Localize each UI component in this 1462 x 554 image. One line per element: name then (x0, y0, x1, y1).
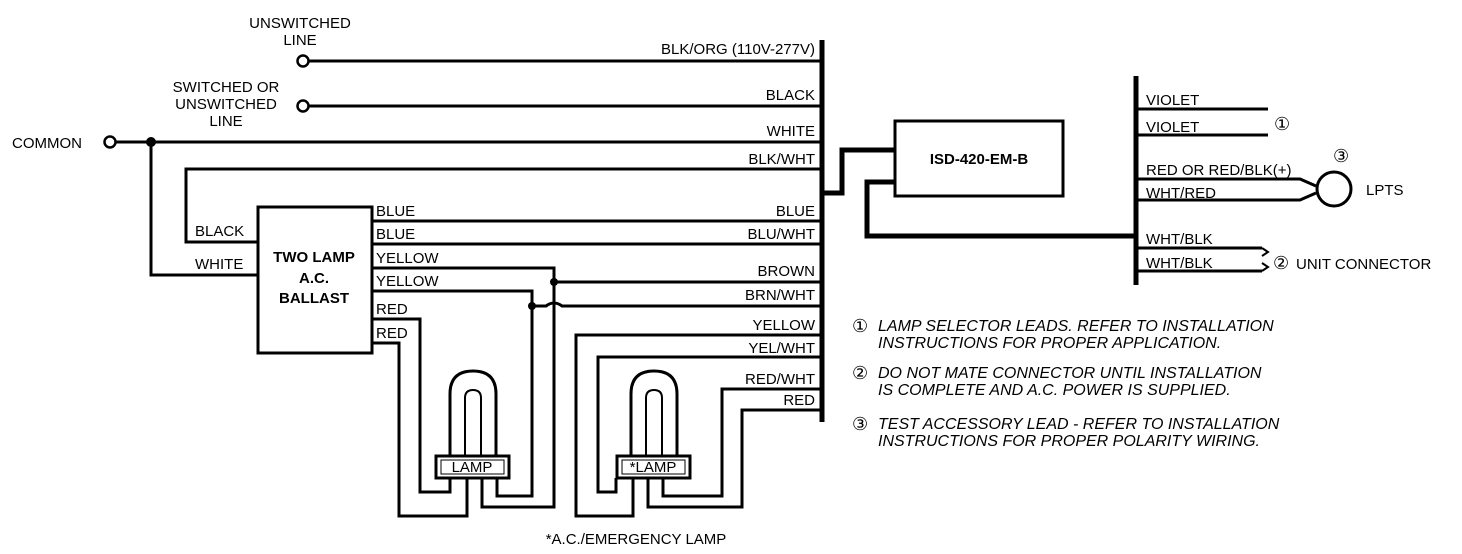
red-wire-1 (372, 317, 452, 494)
ballast-black-label: BLACK (195, 223, 244, 240)
yel-wht-bus-wire (596, 355, 822, 494)
ballast-blue-1-label: BLUE (376, 203, 415, 220)
connector-marker: ② (1273, 253, 1289, 273)
isd-module-label: ISD-420-EM-B (930, 151, 1029, 168)
common-terminal (103, 135, 117, 149)
yellow-wire-1 (372, 266, 556, 509)
ballast-yellow-2-label: YELLOW (376, 273, 439, 290)
selector-marker: ① (1274, 114, 1290, 134)
unswitched-line-label-1: UNSWITCHED (249, 15, 351, 32)
ballast-title-1: TWO LAMP (273, 249, 355, 266)
note-3: ③ TEST ACCESSORY LEAD - REFER TO INSTALL… (852, 414, 1280, 450)
wht-blk-2-label: WHT/BLK (1146, 255, 1213, 272)
yellow-label: YELLOW (752, 317, 815, 334)
lamp-1-label: LAMP (452, 459, 493, 476)
brn-wht-junction-dot (528, 302, 536, 310)
note-2-line-2: IS COMPLETE AND A.C. POWER IS SUPPLIED. (878, 382, 1231, 399)
switched-line-label-1: SWITCHED OR (173, 79, 280, 96)
common-input (103, 135, 822, 277)
lamp-1 (434, 369, 511, 480)
red-wht-bus-wire (661, 387, 822, 498)
wht-red-lpts-wire (1136, 191, 1317, 202)
ballast-red-1-label: RED (376, 301, 408, 318)
red-lpts-wire (1136, 177, 1317, 188)
wht-red-label: WHT/RED (1146, 185, 1216, 202)
note-1: ① LAMP SELECTOR LEADS. REFER TO INSTALLA… (852, 316, 1274, 352)
blue-label: BLUE (776, 203, 815, 220)
yel-wht-label: YEL/WHT (748, 340, 815, 357)
red-bus-wire (646, 408, 822, 509)
note-1-marker: ① (852, 316, 868, 336)
lamp-2 (615, 369, 692, 480)
note-2: ② DO NOT MATE CONNECTOR UNTIL INSTALLATI… (852, 363, 1262, 399)
lpts-circle (1315, 170, 1353, 208)
note-1-line-1: LAMP SELECTOR LEADS. REFER TO INSTALLATI… (878, 318, 1274, 335)
violet-1-label: VIOLET (1146, 92, 1199, 109)
unswitched-line-terminal (296, 54, 310, 68)
blk-wht-label: BLK/WHT (748, 151, 815, 168)
note-3-line-1: TEST ACCESSORY LEAD - REFER TO INSTALLAT… (878, 416, 1280, 433)
yellow-bus-wire (574, 333, 822, 518)
violet-2-label: VIOLET (1146, 119, 1199, 136)
lamp-2-label: *LAMP (630, 459, 677, 476)
note-2-marker: ② (852, 363, 868, 383)
blk-wht-wire (184, 167, 822, 244)
switched-line-label-2: UNSWITCHED (175, 96, 277, 113)
unit-connector-label: UNIT CONNECTOR (1296, 256, 1431, 273)
brown-junction-dot (550, 278, 558, 286)
switched-line-terminal (296, 99, 310, 113)
note-3-marker: ③ (852, 414, 868, 434)
test-lead-marker: ③ (1333, 146, 1349, 166)
bus-to-module-lower (864, 179, 1136, 239)
switched-line-label-3: LINE (209, 113, 242, 130)
red-wire-2 (372, 341, 469, 518)
ballast-blue-2-label: BLUE (376, 226, 415, 243)
ballast-title-2: A.C. (299, 270, 329, 287)
ballast-yellow-1-label: YELLOW (376, 250, 439, 267)
lamp-2-bulb (629, 369, 679, 456)
lpts-label: LPTS (1366, 182, 1404, 199)
note-1-line-2: INSTRUCTIONS FOR PROPER APPLICATION. (878, 335, 1221, 352)
unswitched-line-input (296, 54, 822, 68)
red-label: RED (783, 392, 815, 409)
black-label: BLACK (766, 87, 815, 104)
bus-to-module-upper (822, 147, 895, 196)
yellow-wire-2 (372, 289, 534, 498)
note-2-line-1: DO NOT MATE CONNECTOR UNTIL INSTALLATION (878, 365, 1262, 382)
brn-wht-label: BRN/WHT (745, 287, 815, 304)
red-or-red-blk-label: RED OR RED/BLK(+) (1146, 162, 1291, 179)
lamp-1-bulb (448, 369, 498, 456)
blu-wht-label: BLU/WHT (748, 226, 816, 243)
unswitched-line-label-2: LINE (283, 32, 316, 49)
note-3-line-2: INSTRUCTIONS FOR PROPER POLARITY WIRING. (878, 433, 1260, 450)
unit-connector-symbol (1261, 247, 1270, 272)
switched-line-input (296, 99, 822, 113)
emergency-lamp-footnote: *A.C./EMERGENCY LAMP (546, 531, 727, 548)
ballast-title-3: BALLAST (279, 290, 349, 307)
ballast-box (256, 205, 374, 355)
brown-label: BROWN (758, 263, 816, 280)
ballast-white-label: WHITE (195, 256, 243, 273)
blk-org-label: BLK/ORG (110V-277V) (661, 41, 815, 58)
wht-blk-1-label: WHT/BLK (1146, 231, 1213, 248)
isd-module-box (893, 119, 1065, 198)
brn-wht-wire (532, 301, 822, 308)
ballast-red-2-label: RED (376, 325, 408, 342)
red-wht-label: RED/WHT (745, 371, 815, 388)
common-label: COMMON (12, 135, 82, 152)
white-label: WHITE (767, 123, 815, 140)
